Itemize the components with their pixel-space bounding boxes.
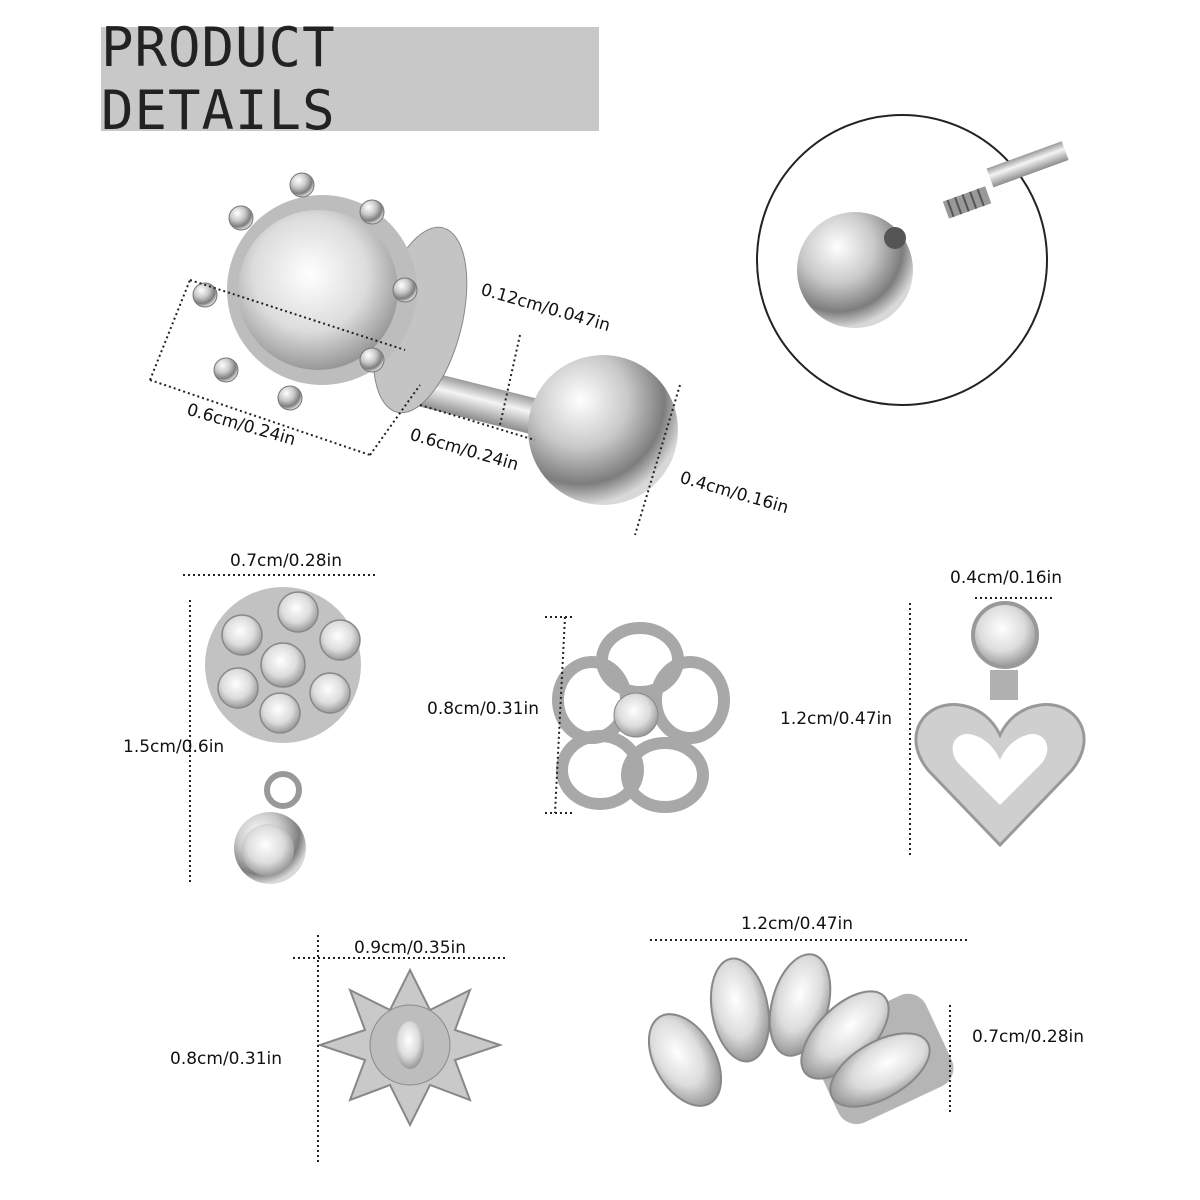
crown-stud-earring [192, 172, 678, 505]
flower-drop-height-label: 1.5cm/0.6in [123, 737, 225, 757]
sun-width-label: 0.9cm/0.35in [354, 938, 467, 958]
open-flower-gem [613, 692, 659, 738]
heart-drop-earring [914, 601, 1086, 848]
heart-height-label: 1.2cm/0.47in [780, 709, 893, 729]
sun-height-label: 0.8cm/0.31in [170, 1049, 283, 1069]
marquise-cluster-stud [647, 953, 954, 1125]
dimension-guides [149, 279, 1053, 1162]
sun-stud [316, 967, 504, 1128]
marquise-width-label: 1.2cm/0.47in [741, 914, 854, 934]
open-flower-stud [552, 622, 730, 813]
open-flower-height-label: 0.8cm/0.31in [427, 699, 540, 719]
title-banner: PRODUCT DETAILS [101, 16, 599, 142]
heart-top-width-label: 0.4cm/0.16in [950, 568, 1063, 588]
thread-detail-inset [756, 114, 1069, 406]
flower-drop-width-label: 0.7cm/0.28in [230, 551, 343, 571]
marquise-height-label: 0.7cm/0.28in [972, 1027, 1085, 1047]
flower-drop-earring [205, 587, 361, 884]
page-title: PRODUCT DETAILS [101, 16, 336, 142]
